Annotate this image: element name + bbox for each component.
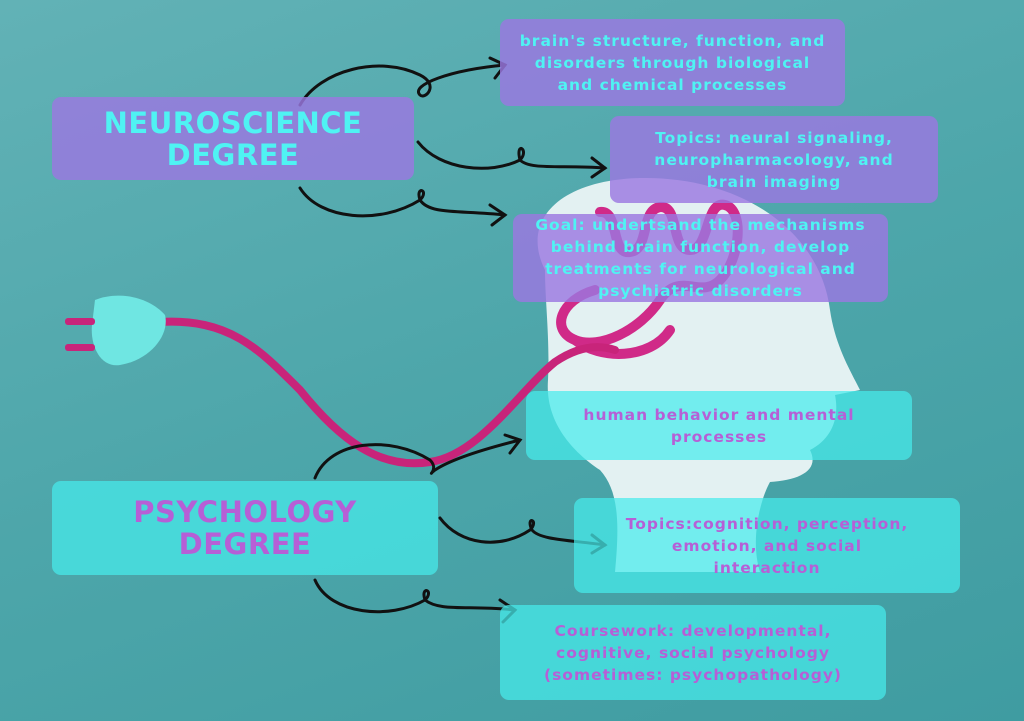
plug-icon xyxy=(65,295,166,366)
neuroscience-degree-title: NEUROSCIENCE DEGREE xyxy=(52,97,414,180)
psychology-definition: human behavior and mental processes xyxy=(526,391,912,460)
neuroscience-goal: Goal: undertsand the mechanisms behind b… xyxy=(513,214,888,302)
psychology-degree-title: PSYCHOLOGY DEGREE xyxy=(52,481,438,575)
psychology-coursework: Coursework: developmental, cognitive, so… xyxy=(500,605,886,700)
cable xyxy=(156,317,619,468)
neuroscience-definition: brain's structure, function, and disorde… xyxy=(500,19,845,106)
neuroscience-topics: Topics: neural signaling, neuropharmacol… xyxy=(610,116,938,203)
psychology-topics: Topics:cognition, perception, emotion, a… xyxy=(574,498,960,593)
